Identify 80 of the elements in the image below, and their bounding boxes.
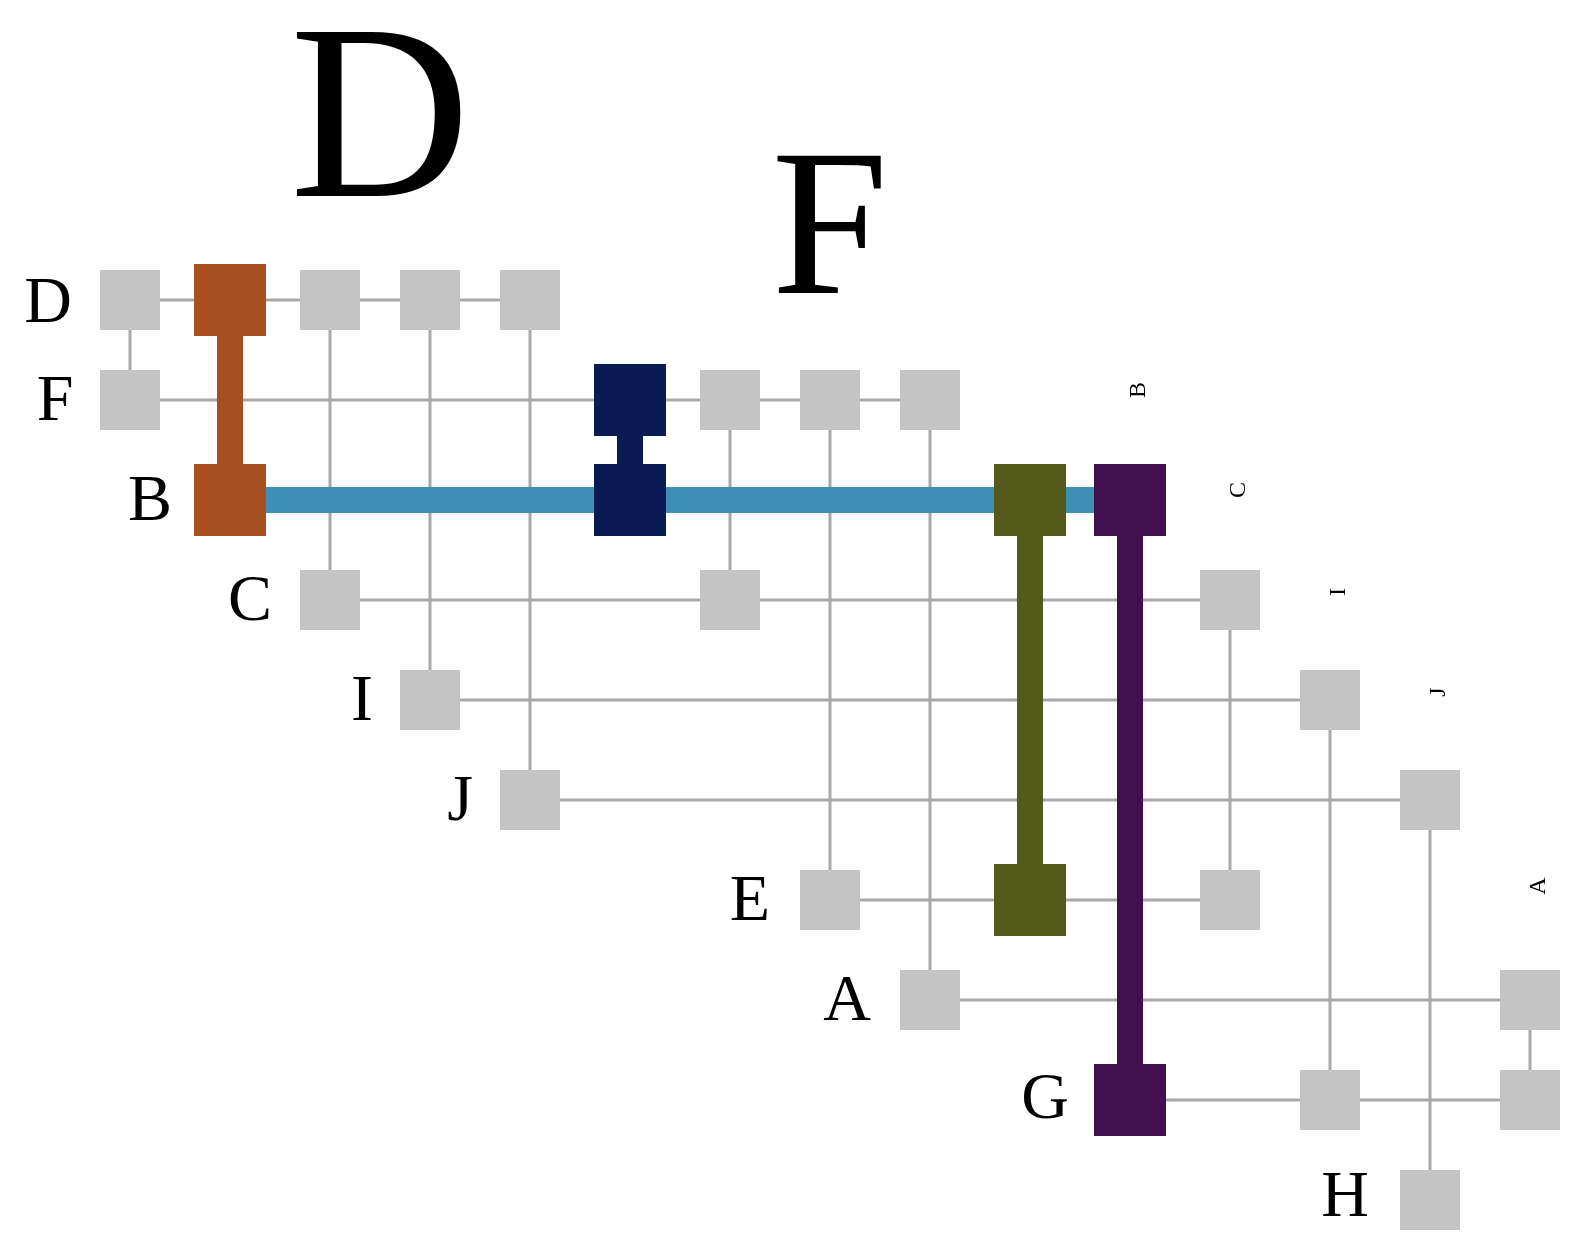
highlight-connector: [1066, 487, 1094, 513]
highlight-connector: [266, 487, 594, 513]
column-label: J: [1425, 687, 1449, 697]
highlight-connector: [1117, 536, 1143, 1064]
grid-marker: [700, 570, 760, 630]
connector-line: [1166, 1098, 1300, 1102]
row-label: J: [447, 765, 473, 831]
grid-marker: [1300, 1070, 1360, 1130]
column-label: B: [1125, 382, 1149, 398]
grid-marker: [100, 270, 160, 330]
column-label: I: [1325, 588, 1349, 596]
connector-line: [828, 430, 832, 870]
highlight-marker: [994, 864, 1066, 936]
grid-marker: [500, 770, 560, 830]
connector-line: [460, 298, 500, 302]
connector-line: [266, 298, 300, 302]
grid-marker: [400, 670, 460, 730]
row-label: G: [1021, 1063, 1069, 1129]
highlight-marker: [194, 464, 266, 536]
highlight-marker: [1094, 464, 1166, 536]
column-label: C: [1225, 482, 1249, 498]
row-label: I: [351, 665, 373, 731]
connector-line: [160, 298, 194, 302]
grid-marker: [400, 270, 460, 330]
row-label: D: [24, 267, 72, 333]
grid-marker: [1500, 970, 1560, 1030]
connector-line: [428, 330, 432, 670]
connector-line: [560, 798, 1400, 802]
connector-line: [928, 430, 932, 970]
highlight-connector: [617, 436, 643, 464]
row-label: A: [823, 965, 871, 1031]
connector-line: [160, 398, 594, 402]
connector-line: [760, 398, 800, 402]
row-label: H: [1321, 1161, 1369, 1227]
grid-marker: [900, 370, 960, 430]
grid-marker: [300, 570, 360, 630]
connector-line: [1528, 1030, 1532, 1070]
highlight-marker: [594, 364, 666, 436]
connector-line: [1428, 830, 1432, 1170]
highlight-marker: [1094, 1064, 1166, 1136]
connector-line: [360, 298, 400, 302]
grid-marker: [1200, 870, 1260, 930]
heading-letter: D: [289, 0, 471, 237]
connector-line: [860, 898, 994, 902]
highlight-connector: [217, 336, 243, 464]
grid-marker: [1400, 770, 1460, 830]
row-label: B: [128, 465, 172, 531]
grid-marker: [1300, 670, 1360, 730]
grid-marker: [100, 370, 160, 430]
grid-marker: [900, 970, 960, 1030]
connector-line: [960, 998, 1500, 1002]
highlight-marker: [994, 464, 1066, 536]
highlight-marker: [194, 264, 266, 336]
grid-marker: [1400, 1170, 1460, 1230]
grid-marker: [800, 370, 860, 430]
column-label: A: [1525, 877, 1549, 895]
connector-line: [360, 598, 700, 602]
connector-line: [860, 398, 900, 402]
connector-line: [666, 398, 700, 402]
connector-line: [328, 330, 332, 570]
highlight-connector: [666, 487, 994, 513]
grid-marker: [1200, 570, 1260, 630]
grid-marker: [300, 270, 360, 330]
grid-marker: [800, 870, 860, 930]
row-label: E: [729, 865, 771, 931]
row-label: F: [36, 365, 74, 431]
connector-line: [460, 698, 1300, 702]
heading-letter: F: [771, 117, 889, 327]
connector-line: [528, 330, 532, 770]
connector-line: [1228, 630, 1232, 870]
row-label: C: [228, 565, 272, 631]
grid-marker: [500, 270, 560, 330]
connector-line: [1360, 1098, 1500, 1102]
grid-marker: [1500, 1070, 1560, 1130]
connector-line: [128, 330, 132, 370]
grid-marker: [700, 370, 760, 430]
connector-line: [1328, 730, 1332, 1070]
highlight-connector: [1017, 536, 1043, 864]
connector-line: [760, 598, 1200, 602]
highlight-marker: [594, 464, 666, 536]
